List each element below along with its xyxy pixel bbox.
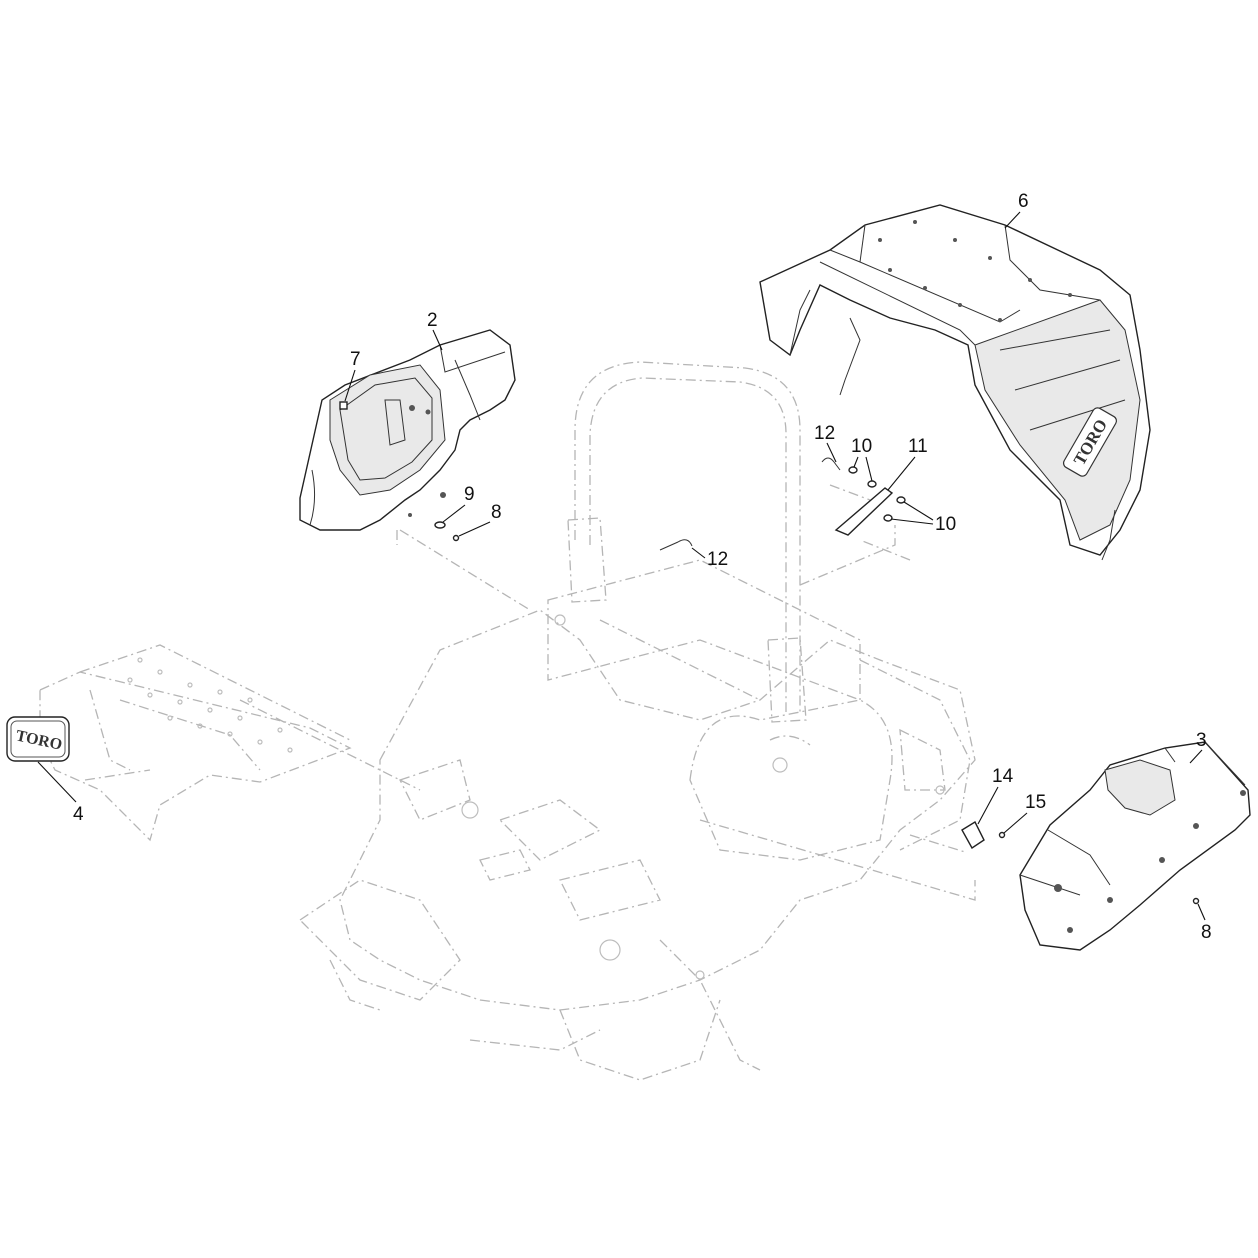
assembly-lines	[84, 484, 976, 901]
callout-15: 15	[1003, 792, 1046, 834]
washer-10-lower	[883, 496, 906, 522]
svg-text:4: 4	[73, 804, 84, 825]
callout-12-upper: 12	[814, 423, 837, 463]
svg-text:3: 3	[1196, 730, 1207, 751]
svg-text:6: 6	[1018, 191, 1029, 212]
callout-3: 3	[1189, 730, 1207, 764]
svg-text:15: 15	[1025, 792, 1046, 813]
bracket-14	[961, 821, 985, 850]
foot-platform-phantom	[39, 644, 352, 842]
svg-text:14: 14	[992, 766, 1014, 787]
right-fender-hood	[1019, 741, 1251, 951]
washer-10-upper	[848, 466, 877, 488]
callout-8-right: 8	[1197, 903, 1212, 943]
callout-9: 9	[442, 484, 475, 523]
callouts: 2 7 9 8 6 12 10 11	[37, 191, 1212, 943]
washer-9	[434, 521, 446, 529]
callout-11: 11	[887, 436, 928, 491]
screw-15	[998, 831, 1006, 839]
svg-text:7: 7	[350, 349, 361, 370]
callout-12-center: 12	[691, 547, 728, 570]
svg-text:12: 12	[707, 549, 728, 570]
callout-10-upper: 10	[851, 436, 873, 482]
screw-8-left	[452, 534, 460, 542]
screw-8-right	[1192, 897, 1200, 905]
rear-hood-rivets	[878, 220, 1072, 322]
callout-8-left: 8	[458, 502, 502, 537]
chassis-frame-phantom	[298, 361, 976, 1081]
callout-4: 4	[37, 761, 84, 825]
svg-text:11: 11	[908, 436, 928, 457]
platform-perforations	[127, 657, 293, 753]
rear-hood-cover: TORO	[759, 204, 1151, 561]
hairpin-clip-12-center	[659, 539, 693, 551]
callout-10-lower: 10	[890, 501, 956, 535]
screw-7	[339, 401, 348, 410]
svg-text:12: 12	[814, 423, 835, 444]
callout-2: 2	[427, 310, 443, 351]
callout-6: 6	[1004, 191, 1029, 229]
callout-7: 7	[344, 349, 361, 402]
hairpin-clip-12-upper	[821, 457, 841, 471]
svg-text:8: 8	[1201, 922, 1212, 943]
link-rod-11	[834, 487, 894, 536]
svg-text:2: 2	[427, 310, 438, 331]
svg-text:10: 10	[935, 514, 956, 535]
svg-text:8: 8	[491, 502, 502, 523]
left-fender-hood	[299, 329, 516, 531]
callout-14: 14	[977, 766, 1014, 825]
svg-text:10: 10	[851, 436, 872, 457]
svg-text:9: 9	[464, 484, 475, 505]
toro-decal: TORO	[6, 716, 70, 762]
